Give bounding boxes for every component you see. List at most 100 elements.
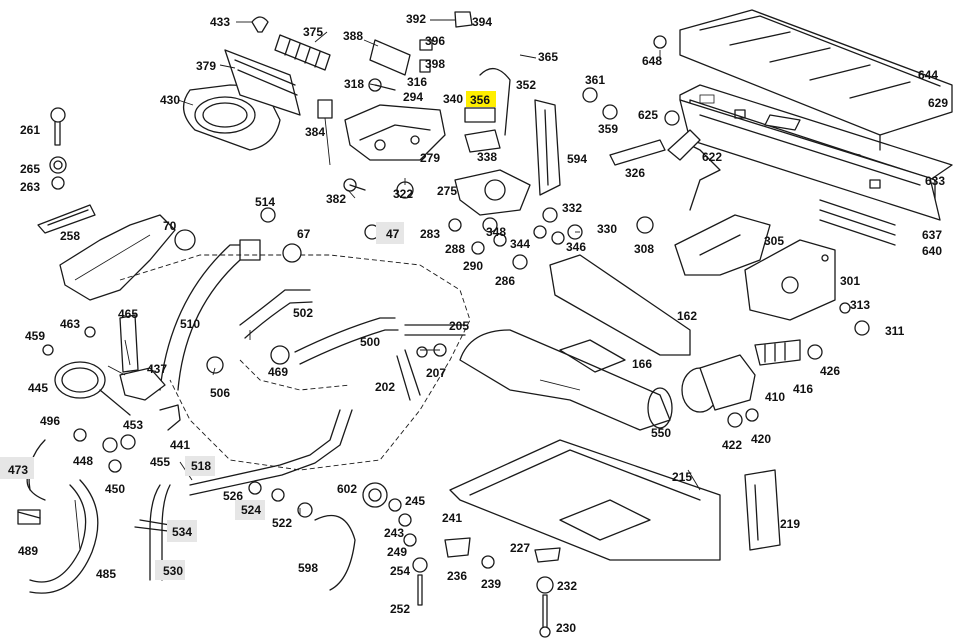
part-label[interactable]: 290: [463, 259, 483, 273]
part-label[interactable]: 316: [407, 75, 427, 89]
part-label[interactable]: 311: [885, 324, 905, 338]
part-label[interactable]: 602: [337, 482, 357, 496]
part-label[interactable]: 550: [651, 426, 671, 440]
part-label[interactable]: 379: [196, 59, 216, 73]
part-label[interactable]: 473: [8, 463, 28, 477]
part-label[interactable]: 437: [147, 362, 167, 376]
part-label[interactable]: 450: [105, 482, 125, 496]
part-label[interactable]: 398: [425, 57, 445, 71]
part-label[interactable]: 318: [344, 77, 364, 91]
part-label[interactable]: 239: [481, 577, 501, 591]
part-label[interactable]: 463: [60, 317, 80, 331]
part-label[interactable]: 633: [925, 174, 945, 188]
part-label[interactable]: 67: [297, 227, 311, 241]
part-label[interactable]: 420: [751, 432, 771, 446]
part-label[interactable]: 522: [272, 516, 292, 530]
part-label[interactable]: 445: [28, 381, 48, 395]
part-label[interactable]: 465: [118, 307, 138, 321]
part-label[interactable]: 416: [793, 382, 813, 396]
part-label[interactable]: 485: [96, 567, 116, 581]
part-label[interactable]: 254: [390, 564, 410, 578]
part-label[interactable]: 162: [677, 309, 697, 323]
part-label[interactable]: 459: [25, 329, 45, 343]
part-label[interactable]: 352: [516, 78, 536, 92]
part-label[interactable]: 294: [403, 90, 423, 104]
part-label[interactable]: 637: [922, 228, 942, 242]
part-label[interactable]: 330: [597, 222, 617, 236]
part-label[interactable]: 322: [393, 187, 413, 201]
part-label[interactable]: 230: [556, 621, 576, 635]
part-label[interactable]: 261: [20, 123, 40, 137]
part-label[interactable]: 166: [632, 357, 652, 371]
part-label[interactable]: 388: [343, 29, 363, 43]
part-label[interactable]: 594: [567, 152, 587, 166]
part-label[interactable]: 279: [420, 151, 440, 165]
part-label[interactable]: 396: [425, 34, 445, 48]
part-label[interactable]: 489: [18, 544, 38, 558]
part-label[interactable]: 375: [303, 25, 323, 39]
part-label[interactable]: 245: [405, 494, 425, 508]
part-label[interactable]: 500: [360, 335, 380, 349]
part-label[interactable]: 448: [73, 454, 93, 468]
part-label[interactable]: 305: [764, 234, 784, 248]
part-label[interactable]: 308: [634, 242, 654, 256]
part-label[interactable]: 286: [495, 274, 515, 288]
part-label[interactable]: 524: [241, 503, 261, 517]
part-label[interactable]: 241: [442, 511, 462, 525]
part-label[interactable]: 453: [123, 418, 143, 432]
part-label[interactable]: 382: [326, 192, 346, 206]
part-label[interactable]: 625: [638, 108, 658, 122]
part-label[interactable]: 506: [210, 386, 230, 400]
part-label[interactable]: 346: [566, 240, 586, 254]
part-label[interactable]: 326: [625, 166, 645, 180]
part-label[interactable]: 265: [20, 162, 40, 176]
part-label[interactable]: 356: [470, 93, 490, 107]
part-label[interactable]: 422: [722, 438, 742, 452]
part-label[interactable]: 510: [180, 317, 200, 331]
part-label[interactable]: 622: [702, 150, 722, 164]
part-label[interactable]: 338: [477, 150, 497, 164]
part-label[interactable]: 514: [255, 195, 275, 209]
part-label[interactable]: 526: [223, 489, 243, 503]
part-label[interactable]: 215: [672, 470, 692, 484]
part-label[interactable]: 441: [170, 438, 190, 452]
part-label[interactable]: 394: [472, 15, 492, 29]
part-label[interactable]: 518: [191, 459, 211, 473]
part-label[interactable]: 258: [60, 229, 80, 243]
part-label[interactable]: 530: [163, 564, 183, 578]
part-label[interactable]: 219: [780, 517, 800, 531]
part-label[interactable]: 301: [840, 274, 860, 288]
part-label[interactable]: 243: [384, 526, 404, 540]
part-label[interactable]: 47: [386, 227, 400, 241]
part-label[interactable]: 469: [268, 365, 288, 379]
part-label[interactable]: 502: [293, 306, 313, 320]
part-label[interactable]: 598: [298, 561, 318, 575]
part-label[interactable]: 202: [375, 380, 395, 394]
part-label[interactable]: 359: [598, 122, 618, 136]
part-label[interactable]: 288: [445, 242, 465, 256]
part-label[interactable]: 455: [150, 455, 170, 469]
part-label[interactable]: 384: [305, 125, 325, 139]
part-label[interactable]: 433: [210, 15, 230, 29]
part-label[interactable]: 496: [40, 414, 60, 428]
part-label[interactable]: 410: [765, 390, 785, 404]
part-label[interactable]: 430: [160, 93, 180, 107]
part-label[interactable]: 332: [562, 201, 582, 215]
part-label[interactable]: 249: [387, 545, 407, 559]
part-label[interactable]: 313: [850, 298, 870, 312]
part-label[interactable]: 70: [163, 219, 177, 233]
part-label[interactable]: 644: [918, 68, 938, 82]
part-label[interactable]: 629: [928, 96, 948, 110]
part-label[interactable]: 361: [585, 73, 605, 87]
part-label[interactable]: 392: [406, 12, 426, 26]
part-label[interactable]: 205: [449, 319, 469, 333]
part-label[interactable]: 263: [20, 180, 40, 194]
part-label[interactable]: 236: [447, 569, 467, 583]
part-label[interactable]: 426: [820, 364, 840, 378]
part-label[interactable]: 227: [510, 541, 530, 555]
part-label[interactable]: 232: [557, 579, 577, 593]
part-label[interactable]: 340: [443, 92, 463, 106]
part-label[interactable]: 640: [922, 244, 942, 258]
part-label[interactable]: 207: [426, 366, 446, 380]
part-label[interactable]: 283: [420, 227, 440, 241]
